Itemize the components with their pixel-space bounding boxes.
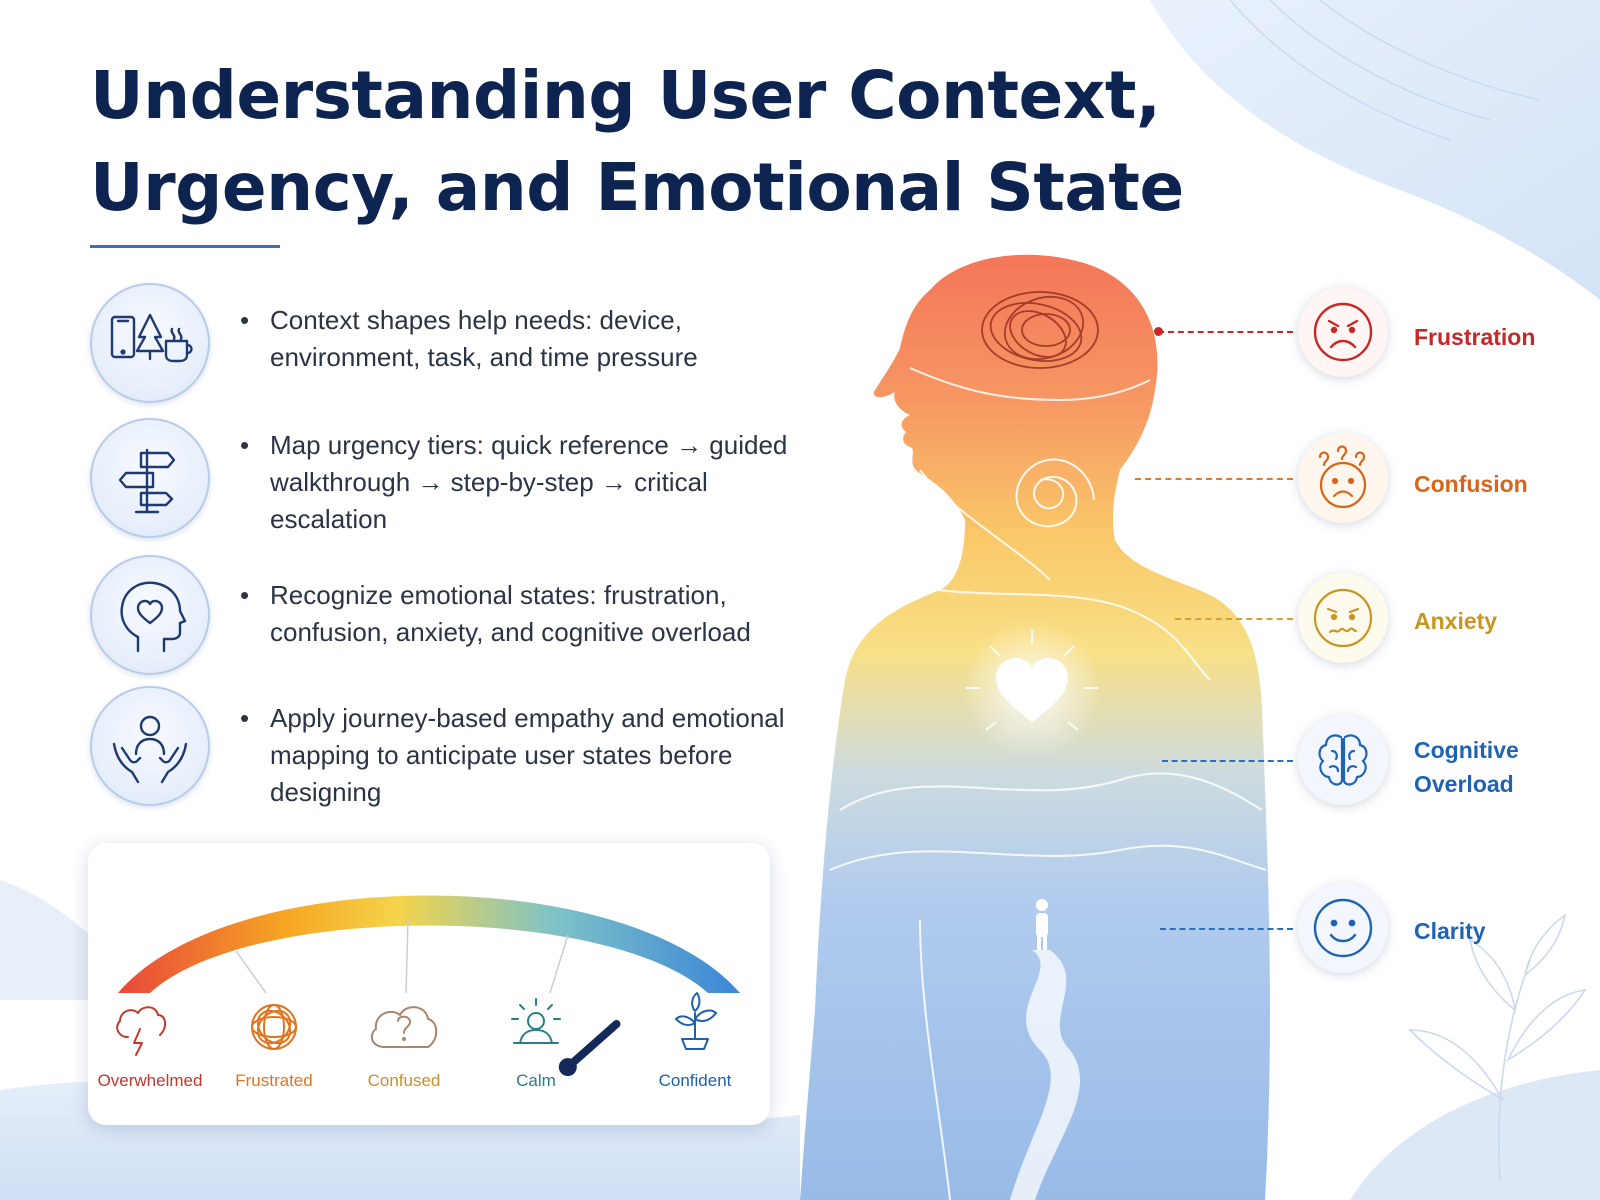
bullet-text: Apply journey-based empathy and emotiona… xyxy=(270,703,785,807)
bullet-1: • Context shapes help needs: device, env… xyxy=(240,302,800,376)
gauge-label-calm: Calm xyxy=(516,1071,556,1090)
title-underline xyxy=(90,245,280,248)
emotion-label-line: Frustration xyxy=(1414,324,1536,350)
emotion-label-anxiety: Anxiety xyxy=(1414,604,1497,638)
bullet-text: Map urgency tiers: quick reference → gui… xyxy=(270,430,788,534)
bullet-marker: • xyxy=(240,703,250,733)
confused-face-icon xyxy=(1298,433,1388,523)
connector-clarity xyxy=(1160,928,1293,930)
journey-path xyxy=(1010,950,1081,1200)
question-cloud-icon xyxy=(370,1006,438,1048)
signpost-icon xyxy=(90,418,210,538)
title-line-2: Urgency, and Emotional State xyxy=(90,149,1184,226)
bullet-marker: • xyxy=(240,305,250,335)
connector-cognitive-overload xyxy=(1162,760,1293,762)
emotion-label-line: Cognitive xyxy=(1414,737,1519,763)
gauge-tick xyxy=(549,934,569,994)
connector-dot-frustration xyxy=(1154,327,1163,336)
gauge-label-confused: Confused xyxy=(367,1071,441,1090)
hands-person-icon xyxy=(90,686,210,806)
head-heart-icon xyxy=(90,555,210,675)
tangled-thoughts-scribble xyxy=(981,291,1099,369)
angry-face-icon xyxy=(1298,287,1388,377)
emotion-label-frustration: Frustration xyxy=(1414,320,1535,354)
bullet-text: Context shapes help needs: device, envir… xyxy=(270,305,698,372)
emotion-label-line: Confusion xyxy=(1414,471,1528,497)
gauge-tick xyxy=(405,918,409,994)
title-line-1: Understanding User Context, xyxy=(90,57,1161,134)
bullet-4: • Apply journey-based empathy and emotio… xyxy=(240,700,800,811)
leaf-branch-decoration xyxy=(1408,913,1587,1181)
anxious-face-icon xyxy=(1298,573,1388,663)
gauge-needle xyxy=(558,1020,621,1077)
page-title: Understanding User Context, Urgency, and… xyxy=(90,50,1190,234)
bullet-2: • Map urgency tiers: quick reference → g… xyxy=(240,427,800,538)
connector-confusion xyxy=(1135,478,1293,480)
bullet-marker: • xyxy=(240,580,250,610)
human-figure-silhouette xyxy=(800,254,1270,1200)
gauge-label-confident: Confident xyxy=(658,1071,732,1090)
storm-cloud-icon xyxy=(116,1006,166,1056)
gauge-label-overwhelmed: Overwhelmed xyxy=(97,1071,203,1090)
tangled-scribble-icon xyxy=(251,1004,297,1050)
emotion-label-line: Anxiety xyxy=(1414,608,1498,634)
connector-anxiety xyxy=(1175,618,1293,620)
device-tree-coffee-icon xyxy=(90,283,210,403)
heart-icon xyxy=(996,658,1068,722)
gauge-tick xyxy=(235,950,267,994)
bullet-3: • Recognize emotional states: frustratio… xyxy=(240,577,800,651)
bullet-marker: • xyxy=(240,430,250,460)
walking-person-icon xyxy=(1036,899,1048,950)
emotion-label-line: Overload xyxy=(1414,771,1514,797)
emotion-label-cognitive-overload: Cognitive Overload xyxy=(1414,733,1519,801)
confusion-spiral xyxy=(1015,458,1095,528)
sunrise-person-icon xyxy=(511,998,561,1044)
emotion-gauge-card: Overwhelmed Frustrated Confused Calm Con… xyxy=(88,843,770,1125)
connector-frustration xyxy=(1158,331,1293,333)
brain-icon xyxy=(1298,715,1388,805)
gauge-arc xyxy=(118,895,740,993)
bullet-text: Recognize emotional states: frustration,… xyxy=(270,580,751,647)
sprout-icon xyxy=(675,992,717,1050)
emotion-gauge xyxy=(116,895,740,1077)
emotion-label-line: Clarity xyxy=(1414,918,1486,944)
emotion-label-clarity: Clarity xyxy=(1414,914,1486,948)
gauge-label-frustrated: Frustrated xyxy=(235,1071,313,1090)
emotion-label-confusion: Confusion xyxy=(1414,467,1528,501)
smiling-face-icon xyxy=(1298,883,1388,973)
